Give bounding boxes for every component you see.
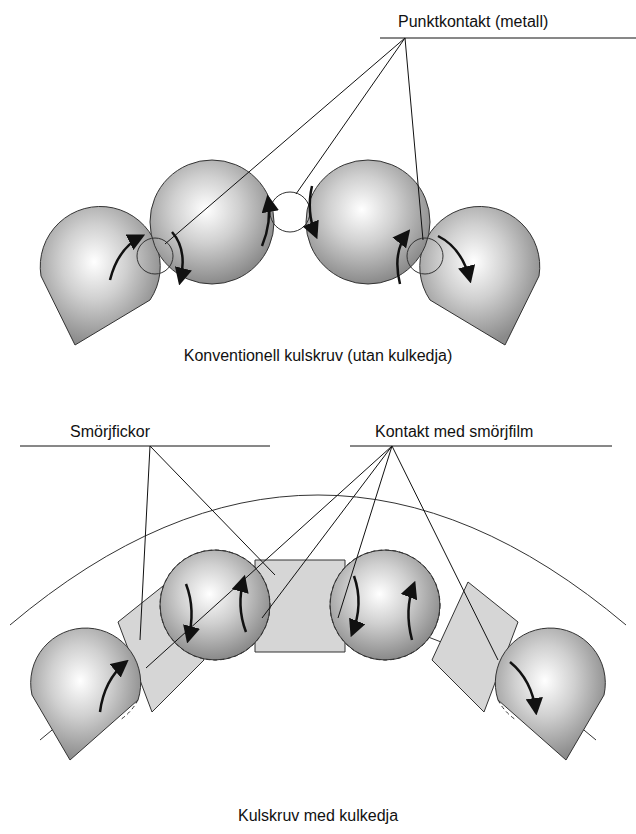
rotation-arrow: [100, 576, 536, 712]
raceway-arc: [10, 495, 626, 740]
rotation-arrow: [110, 186, 470, 284]
ball: [40, 160, 540, 345]
figure-caption: Kulskruv med kulkedja: [238, 806, 398, 826]
leader-line: [20, 446, 612, 668]
figure-caption: Konventionell kulskruv (utan kulkedja): [184, 346, 453, 366]
ball: [31, 550, 606, 760]
part-label: Kontakt med smörjfilm: [375, 422, 533, 442]
part-label: Punktkontakt (metall): [398, 12, 548, 32]
leader-line: [165, 38, 636, 244]
part-label: Smörjfickor: [70, 422, 150, 442]
